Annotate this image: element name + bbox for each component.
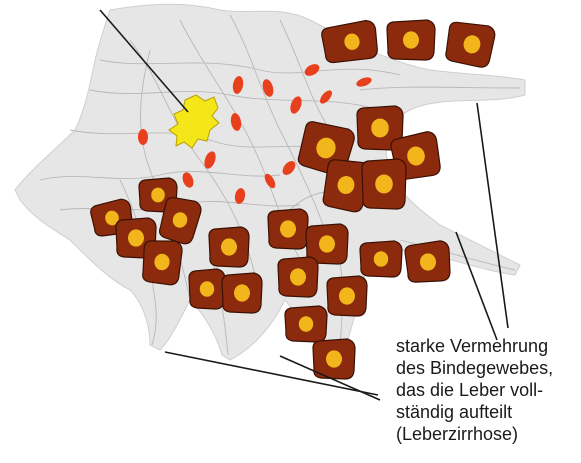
- hepatocyte: [222, 273, 262, 313]
- hepatocyte-nucleus: [280, 220, 296, 237]
- hepatocyte: [444, 19, 497, 68]
- caption-line: das die Leber voll-: [396, 379, 581, 401]
- hepatocyte: [360, 241, 402, 277]
- hepatocyte-nucleus: [128, 229, 144, 246]
- hepatocyte: [278, 257, 318, 297]
- hepatocyte: [189, 269, 225, 309]
- caption-line: starke Vermehrung: [396, 335, 581, 357]
- hepatocyte: [285, 306, 327, 342]
- hepatocyte-nucleus: [339, 287, 355, 304]
- hepatocyte: [404, 240, 451, 284]
- hepatocyte: [387, 20, 435, 60]
- leader-line: [477, 103, 508, 328]
- caption-line: ständig aufteilt: [396, 401, 581, 423]
- caption-line: des Bindegewebes,: [396, 357, 581, 379]
- hepatocyte: [362, 159, 406, 209]
- caption: starke Vermehrung des Bindegewebes, das …: [396, 335, 581, 445]
- hepatocyte-nucleus: [374, 251, 388, 267]
- hepatocyte-nucleus: [326, 350, 342, 367]
- hepatocyte-nucleus: [371, 118, 389, 137]
- caption-line: (Leberzirrhose): [396, 423, 581, 445]
- hepatocyte-nucleus: [319, 235, 335, 252]
- hepatocyte-nucleus: [200, 281, 214, 297]
- hepatocyte-nucleus: [234, 284, 250, 301]
- hepatocyte-nucleus: [221, 238, 237, 255]
- hepatocyte-nucleus: [151, 188, 165, 203]
- hepatocyte-nucleus: [403, 31, 419, 48]
- hepatocyte-nucleus: [375, 174, 393, 193]
- hepatocyte: [321, 19, 380, 64]
- hepatocyte: [141, 238, 183, 285]
- hepatocyte-nucleus: [299, 316, 313, 332]
- inflammatory-cell: [138, 129, 148, 145]
- hepatocyte: [268, 209, 308, 249]
- hepatocyte: [209, 227, 249, 267]
- hepatocyte: [327, 276, 367, 316]
- hepatocyte-nucleus: [290, 268, 306, 285]
